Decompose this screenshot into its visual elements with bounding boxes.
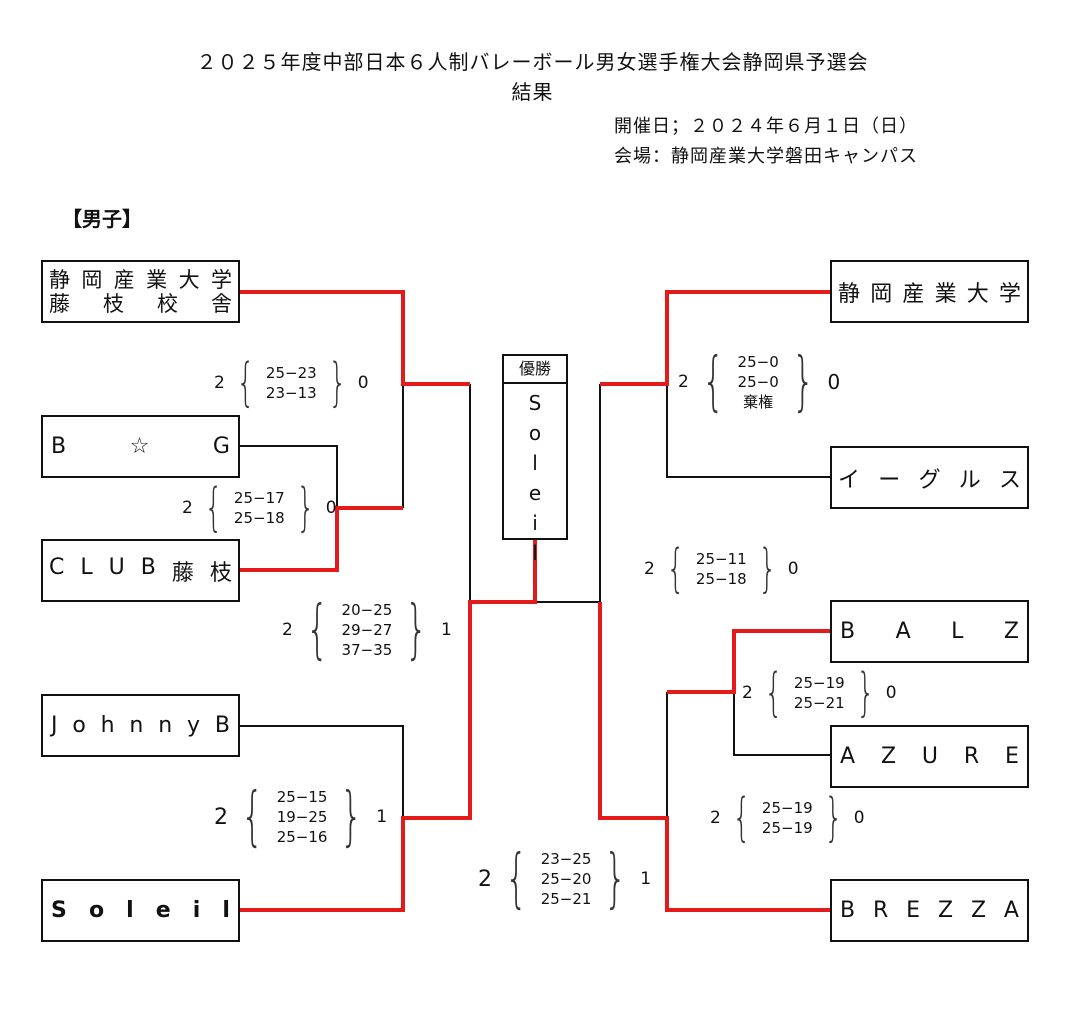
- team-left-1: 静 岡 産 業 大 学 藤 枝 校 舎: [41, 260, 240, 323]
- team-right-3: B A L Z: [830, 600, 1029, 663]
- right-brace: }: [791, 345, 815, 419]
- set-scores: 25−17 25−18: [233, 489, 285, 527]
- team-right-1: 静 岡 産 業 大 学: [830, 260, 1029, 323]
- champion-letter: e: [528, 481, 542, 505]
- line-johnny: [238, 725, 404, 818]
- set-scores: 25−11 25−18: [695, 550, 747, 588]
- score-right-r1c: 2 { 25−19 25−19 } 0: [710, 788, 865, 848]
- champion-header: 優勝: [504, 356, 566, 384]
- right-brace: }: [856, 663, 875, 723]
- event-date: 開催日；２０２４年６月１日（日）: [614, 116, 918, 137]
- team-left-2: B ☆ G: [41, 415, 240, 478]
- set-scores: 25−15 19−25 25−16: [276, 788, 328, 846]
- champion-letter: i: [532, 511, 538, 535]
- team-left-5: S o l e i l: [41, 879, 240, 942]
- set-scores: 25−19 25−19: [761, 799, 813, 837]
- right-brace: }: [405, 593, 428, 667]
- team-left-1-line2: 藤 枝 校 舎: [49, 291, 232, 316]
- page-title: ２０２５年度中部日本６人制バレーボール男女選手権大会静岡県予選会: [196, 50, 869, 74]
- team-left-4: J o h n n y B: [41, 694, 240, 757]
- line-eagles: [666, 384, 832, 478]
- left-brace: {: [305, 593, 329, 667]
- champion-letter: l: [532, 451, 538, 475]
- win-club: [238, 506, 403, 572]
- team-right-5: B R E Z Z A: [830, 879, 1029, 942]
- left-brace: {: [666, 539, 685, 599]
- right-brace: }: [824, 788, 843, 848]
- champion-letter: S: [528, 391, 542, 415]
- score-final: 2 { 23−25 25−20 25−21 } 1: [478, 842, 652, 916]
- win-brezza: [598, 602, 832, 912]
- score-right-semifinal: 2 { 25−11 25−18 } 0: [644, 539, 799, 599]
- set-scores: 23−25 25−20 25−21: [540, 850, 592, 908]
- set-scores: 20−25 29−27 37−35: [341, 601, 393, 659]
- left-brace: {: [204, 478, 223, 538]
- win-soleil: [238, 538, 537, 912]
- left-brace: {: [764, 663, 783, 723]
- team-left-3: C L U B 藤 枝: [41, 539, 240, 602]
- section-label: 【男子】: [62, 207, 142, 231]
- line-azure: [733, 692, 832, 756]
- right-brace: }: [758, 539, 777, 599]
- champion-letter: l: [532, 541, 538, 565]
- score-left-r1c: 2 { 25−15 19−25 25−16 } 1: [214, 780, 388, 854]
- set-scores: 25−19 25−21: [793, 674, 845, 712]
- win-balz: [667, 629, 832, 694]
- team-right-2: イ ー グ ル ス: [830, 446, 1029, 509]
- score-right-r1b: 2 { 25−19 25−21 } 0: [742, 663, 897, 723]
- event-venue: 会場：静岡産業大学磐田キャンパス: [614, 146, 918, 167]
- right-brace: }: [296, 478, 315, 538]
- set-scores: 25−23 23−13: [265, 364, 317, 402]
- score-left-semifinal: 2 { 20−25 29−27 37−35 } 1: [282, 593, 452, 667]
- win-right1: [600, 290, 832, 386]
- page-subtitle: 結果: [511, 80, 554, 104]
- left-brace: {: [505, 842, 528, 916]
- champion-box: 優勝 S o l e i l: [502, 354, 568, 565]
- team-right-4: A Z U R E: [830, 725, 1029, 788]
- left-brace: {: [241, 780, 264, 854]
- score-right-r1a: 2 { 25−0 25−0 棄権 } 0: [678, 345, 841, 419]
- right-brace: }: [328, 353, 347, 413]
- win-left1: [238, 290, 470, 386]
- right-brace: }: [340, 780, 364, 854]
- score-left-r1a: 2 { 25−23 23−13 } 0: [214, 353, 369, 413]
- score-left-r1b: 2 { 25−17 25−18 } 0: [182, 478, 337, 538]
- champion-name: S o l e i l: [504, 384, 566, 568]
- champion-letter: o: [528, 421, 542, 445]
- left-brace: {: [701, 345, 725, 419]
- right-brace: }: [604, 842, 628, 916]
- set-scores: 25−0 25−0 棄権: [737, 353, 779, 411]
- left-brace: {: [732, 788, 751, 848]
- line-bg: [238, 445, 338, 508]
- left-brace: {: [236, 353, 255, 413]
- team-left-1-line1: 静 岡 産 業 大 学: [49, 267, 232, 292]
